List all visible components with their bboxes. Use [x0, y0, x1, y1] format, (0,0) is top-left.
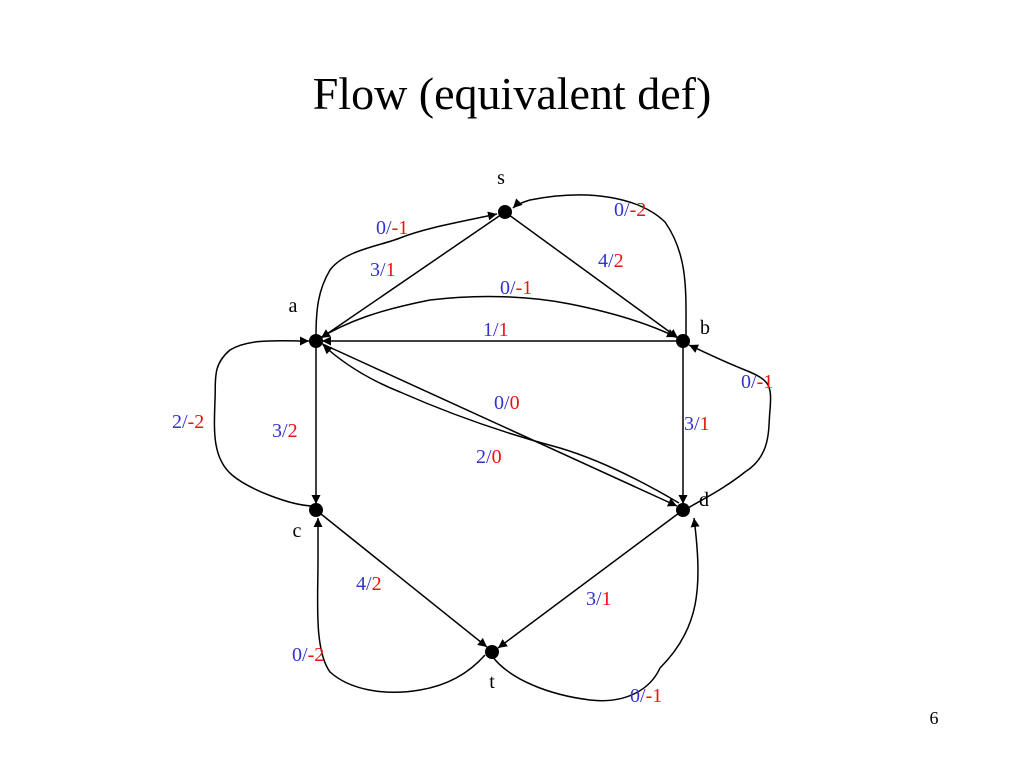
- flow-value: 1: [386, 259, 396, 281]
- node-label-d: d: [699, 489, 709, 511]
- edge-label-a-c: 3/2: [272, 420, 298, 442]
- edge-label-s-b: 4/2: [598, 250, 624, 272]
- capacity-value: 0/: [500, 277, 516, 299]
- capacity-value: 0/: [292, 644, 308, 666]
- edge-c-to-t: [315, 509, 488, 648]
- slide-title: Flow (equivalent def): [312, 68, 712, 119]
- flow-value: -1: [392, 217, 409, 239]
- capacity-value: 1/: [483, 319, 499, 341]
- capacity-value: 2/: [476, 446, 492, 468]
- edge-label-s-a: 3/1: [370, 259, 396, 281]
- node-d: [676, 503, 690, 517]
- capacity-value: 0/: [614, 199, 630, 221]
- edge-label-t-c: 0/-2: [292, 644, 324, 666]
- edge-d-to-t: [497, 509, 684, 649]
- flow-value: 0: [492, 446, 502, 468]
- flow-value: -2: [630, 199, 647, 221]
- capacity-value: 4/: [356, 573, 372, 595]
- edge-label-d-a: 0/0: [494, 392, 520, 414]
- flow-value: 2: [372, 573, 382, 595]
- edge-a-to-s: [315, 211, 498, 337]
- node-label-t: t: [489, 671, 495, 693]
- capacity-value: 0/: [494, 392, 510, 414]
- flow-value: 0: [510, 392, 520, 414]
- flow-value: -1: [516, 277, 533, 299]
- capacity-value: 0/: [376, 217, 392, 239]
- edge-c-to-a: [213, 336, 313, 507]
- flow-value: -2: [188, 411, 205, 433]
- edge-s-to-a: [320, 211, 506, 339]
- flow-value: 1: [499, 319, 509, 341]
- edge-b-to-s: [512, 194, 687, 336]
- capacity-value: 3/: [272, 420, 288, 442]
- flow-value: -2: [308, 644, 325, 666]
- node-label-s: s: [497, 167, 505, 189]
- edge-d-to-a: [322, 344, 680, 504]
- flow-value: -1: [757, 371, 774, 393]
- flow-value: 1: [700, 413, 710, 435]
- edge-label-b-s: 0/-2: [614, 199, 646, 221]
- flow-value: 2: [288, 420, 298, 442]
- edge-a-to-d: [315, 340, 678, 507]
- edge-label-d-t: 3/1: [586, 588, 612, 610]
- flow-value: 2: [614, 250, 624, 272]
- node-a: [309, 334, 323, 348]
- node-c: [309, 503, 323, 517]
- node-label-c: c: [293, 520, 302, 542]
- edge-label-a-s: 0/-1: [376, 217, 408, 239]
- flow-value: 1: [602, 588, 612, 610]
- edge-label-c-a: 2/-2: [172, 411, 204, 433]
- node-t: [485, 645, 499, 659]
- edge-label-a-b: 0/-1: [500, 277, 532, 299]
- edge-t-to-c: [313, 518, 486, 693]
- edge-s-to-b: [504, 211, 679, 339]
- capacity-value: 0/: [630, 685, 646, 707]
- edge-t-to-d: [491, 517, 700, 702]
- node-b: [676, 334, 690, 348]
- edge-label-c-t: 4/2: [356, 573, 382, 595]
- capacity-value: 2/: [172, 411, 188, 433]
- capacity-value: 4/: [598, 250, 614, 272]
- capacity-value: 3/: [586, 588, 602, 610]
- edge-label-t-d: 0/-1: [630, 685, 662, 707]
- edge-a-to-b: [315, 295, 677, 341]
- capacity-value: 3/: [370, 259, 386, 281]
- node-s: [498, 205, 512, 219]
- node-label-b: b: [700, 317, 710, 339]
- edge-label-b-d: 3/1: [684, 413, 710, 435]
- node-label-a: a: [289, 295, 298, 317]
- edge-label-b-a: 1/1: [483, 319, 509, 341]
- capacity-value: 3/: [684, 413, 700, 435]
- edge-label-a-d: 2/0: [476, 446, 502, 468]
- edge-d-to-b: [687, 344, 772, 509]
- flow-value: -1: [646, 685, 663, 707]
- edge-label-d-b: 0/-1: [741, 371, 773, 393]
- capacity-value: 0/: [741, 371, 757, 393]
- page-number: 6: [929, 708, 939, 728]
